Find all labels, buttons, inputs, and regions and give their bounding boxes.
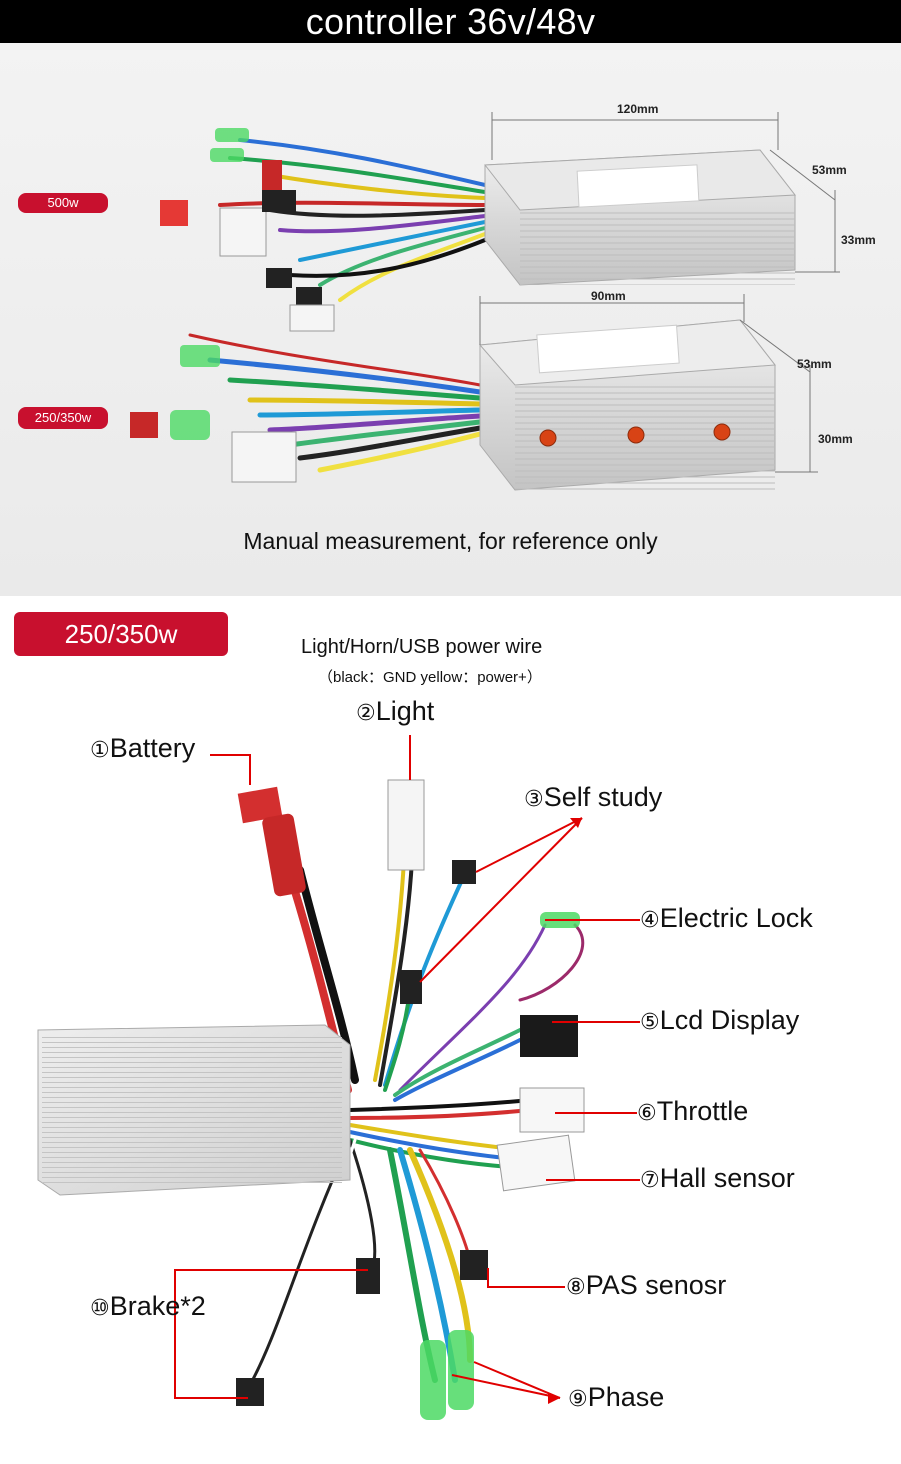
dim-500w-length: 120mm: [617, 102, 659, 116]
controller-box-250w: [478, 319, 776, 491]
label-hall-sensor: ⑦Hall sensor: [640, 1163, 795, 1193]
white-plug: [289, 304, 335, 332]
label-electric-lock: ④Electric Lock: [640, 903, 813, 933]
green-terminal: [210, 148, 244, 162]
dim-250w-height: 30mm: [818, 432, 853, 446]
callout-lines: [174, 735, 640, 1399]
dim-500w-height: 33mm: [841, 233, 876, 247]
label-pas-sensor: ⑧PAS senosr: [566, 1270, 727, 1300]
controller-box-500w: [484, 149, 796, 286]
dim-500w-width: 53mm: [812, 163, 847, 177]
dim-lines-500w: [491, 112, 840, 273]
badge-250-350w: 250/350w: [14, 612, 228, 656]
white-connector: [231, 431, 297, 483]
wires-250w: [188, 333, 483, 473]
dim-250w-width: 53mm: [797, 357, 832, 371]
small-black-plug: [296, 287, 322, 307]
caption: Manual measurement, for reference only: [243, 528, 658, 554]
green-terminal: [170, 410, 210, 440]
t-plug: [262, 160, 282, 190]
self-study-connector: [452, 860, 476, 884]
black-connector: [262, 190, 296, 212]
phase-terminal: [448, 1330, 474, 1410]
power-wire-subtitle: （black：GND yellow：power+）: [318, 669, 542, 686]
hall-connector: [496, 1134, 576, 1192]
dim-lines-250w: [479, 294, 818, 473]
red-connector: [160, 200, 188, 226]
green-terminal: [215, 128, 249, 142]
self-study-connector: [400, 970, 422, 1004]
page-title: controller 36v/48v: [0, 0, 901, 43]
phase-terminal: [420, 1340, 446, 1420]
label-lcd-display: ⑤Lcd Display: [640, 1005, 800, 1035]
controller-box: [37, 1024, 351, 1196]
battery-connector: [237, 786, 283, 824]
wires-500w: [218, 138, 487, 302]
dimensions-panel: [0, 43, 901, 596]
dim-250w-length: 90mm: [591, 289, 626, 303]
power-wire-title: Light/Horn/USB power wire: [301, 636, 543, 658]
label-throttle: ⑥Throttle: [637, 1096, 749, 1126]
green-terminal: [180, 345, 220, 367]
label-self-study: ③Self study: [524, 782, 663, 812]
badge-500w: 500w: [18, 193, 108, 213]
label-phase: ⑨Phase: [568, 1382, 665, 1412]
pas-connector: [460, 1250, 488, 1280]
brake-connector: [356, 1258, 380, 1294]
battery-sleeve: [262, 813, 306, 897]
label-brake: ⑩Brake*2: [90, 1291, 206, 1321]
t-plug: [130, 412, 158, 438]
callout-arrowheads: [548, 818, 582, 1404]
badge-250w: 250/350w: [18, 407, 108, 429]
brake-connector: [236, 1378, 264, 1406]
white-connector: [219, 207, 267, 257]
label-light: ②Light: [356, 696, 435, 726]
label-battery: ①Battery: [90, 733, 196, 763]
throttle-connector: [519, 1087, 585, 1133]
small-black-plug: [266, 268, 292, 288]
light-connector: [387, 779, 425, 871]
